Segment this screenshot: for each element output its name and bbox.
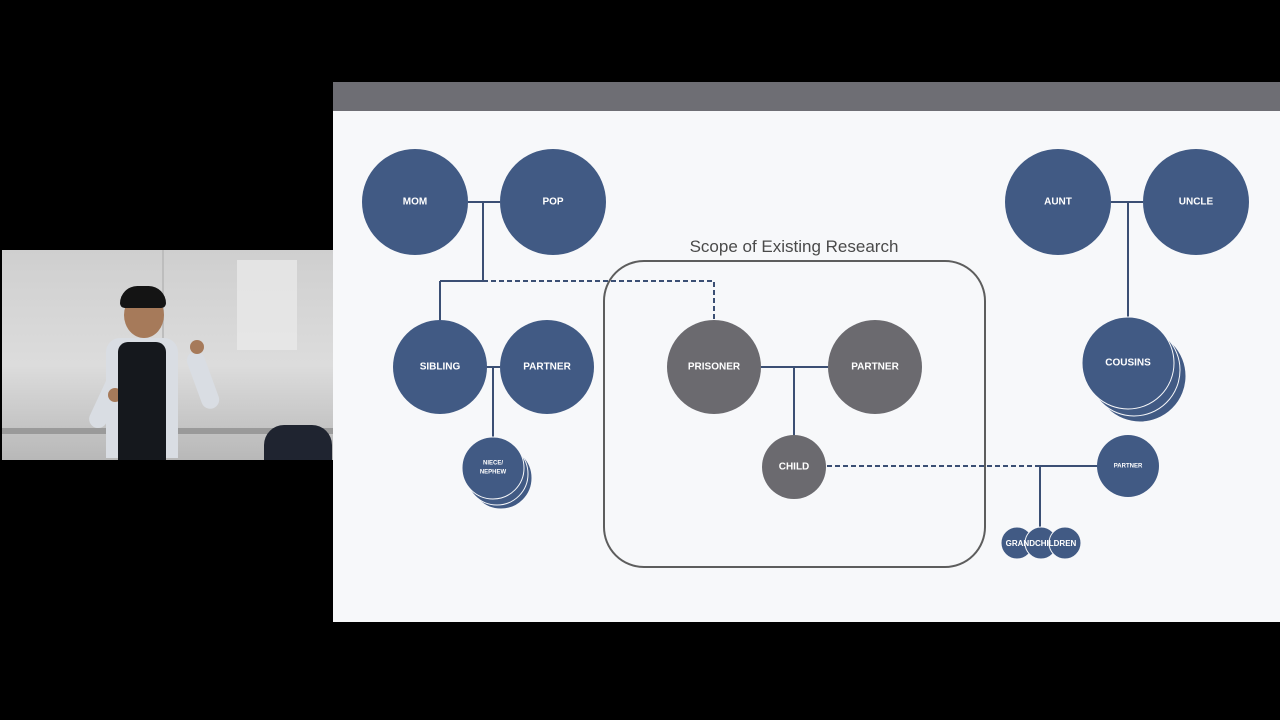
child-node — [762, 435, 826, 499]
child-label: CHILD — [779, 462, 810, 473]
cousins-node — [1081, 316, 1175, 410]
child-partner-label: PARTNER — [1114, 464, 1143, 470]
scope-box — [603, 260, 986, 568]
sibling-partner-label: PARTNER — [523, 362, 571, 373]
sibling-partner-node — [500, 320, 594, 414]
niece-nephew-label-line1: NIECE/ — [483, 461, 503, 467]
speaker-hair — [120, 286, 166, 308]
mom-node — [362, 149, 468, 255]
pop-label: POP — [542, 197, 563, 208]
pop-node — [500, 149, 606, 255]
backpack — [264, 425, 332, 460]
prisoner-node — [667, 320, 761, 414]
prisoner-partner-node — [828, 320, 922, 414]
speaker-right-hand — [190, 340, 204, 354]
uncle-label: UNCLE — [1179, 197, 1214, 208]
prisoner-label: PRISONER — [688, 362, 741, 373]
mom-label: MOM — [403, 197, 427, 208]
aunt-node — [1005, 149, 1111, 255]
speaker-right-arm — [184, 348, 222, 412]
speaker-video-feed — [2, 250, 333, 460]
aunt-label: AUNT — [1044, 197, 1072, 208]
uncle-node — [1143, 149, 1249, 255]
slide-top-bar — [333, 82, 1280, 111]
projector-glare — [237, 260, 297, 350]
niece-nephew-node — [461, 436, 525, 500]
speaker-vest — [118, 342, 166, 460]
parents-to-prisoner-dashed — [483, 280, 715, 320]
sibling-label: SIBLING — [420, 362, 461, 373]
presentation-slide: Scope of Existing Research MOM POP AUNT … — [333, 82, 1280, 622]
cousins-label: COUSINS — [1105, 358, 1151, 369]
family-diagram: Scope of Existing Research MOM POP AUNT … — [362, 149, 1249, 568]
scope-title: Scope of Existing Research — [690, 237, 899, 256]
sibling-node — [393, 320, 487, 414]
niece-nephew-label-line2: NEPHEW — [480, 470, 507, 476]
grandchild-node-3 — [1048, 526, 1082, 560]
prisoner-partner-label: PARTNER — [851, 362, 899, 373]
child-partner-node — [1097, 435, 1159, 497]
grandchildren-label: GRANDCHILDREN — [1006, 539, 1077, 548]
